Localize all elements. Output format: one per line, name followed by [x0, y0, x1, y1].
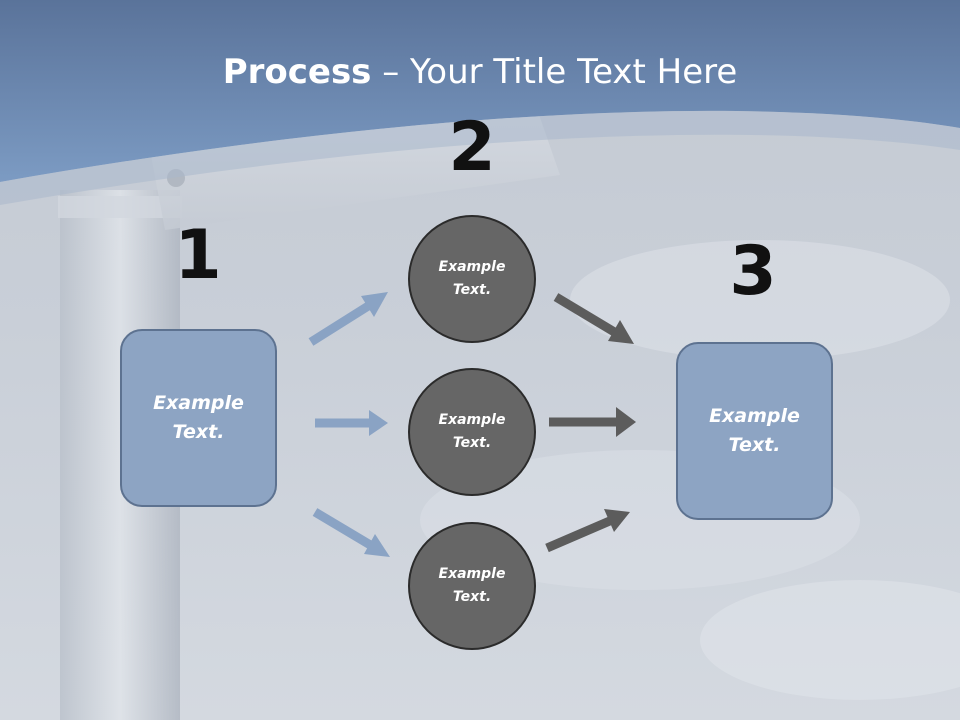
- arrow-to-middle-circle: [315, 410, 388, 436]
- process-circle-middle: Example Text.: [408, 368, 536, 496]
- step-number-2: 2: [448, 108, 496, 187]
- title-rest: – Your Title Text Here: [371, 52, 738, 92]
- title-bold: Process: [222, 52, 372, 92]
- arrow-to-bottom-circle: [312, 508, 390, 557]
- process-box-end: Example Text.: [676, 342, 833, 520]
- circle-label: Example Text.: [438, 259, 506, 298]
- process-circle-top: Example Text.: [408, 215, 536, 343]
- step-number-3: 3: [729, 232, 777, 311]
- step-number-1: 1: [174, 216, 222, 295]
- process-circle-bottom: Example Text.: [408, 522, 536, 650]
- process-box-start: Example Text.: [120, 329, 277, 507]
- arrow-from-middle-circle: [549, 407, 636, 437]
- box-label: Example Text.: [709, 405, 800, 456]
- circle-label: Example Text.: [438, 412, 506, 451]
- arrow-to-top-circle: [308, 292, 388, 346]
- arrow-from-bottom-circle: [545, 509, 630, 553]
- arrow-from-top-circle: [553, 293, 634, 344]
- slide-title: Process – Your Title Text Here: [0, 52, 960, 92]
- box-label: Example Text.: [153, 392, 244, 443]
- circle-label: Example Text.: [438, 566, 506, 605]
